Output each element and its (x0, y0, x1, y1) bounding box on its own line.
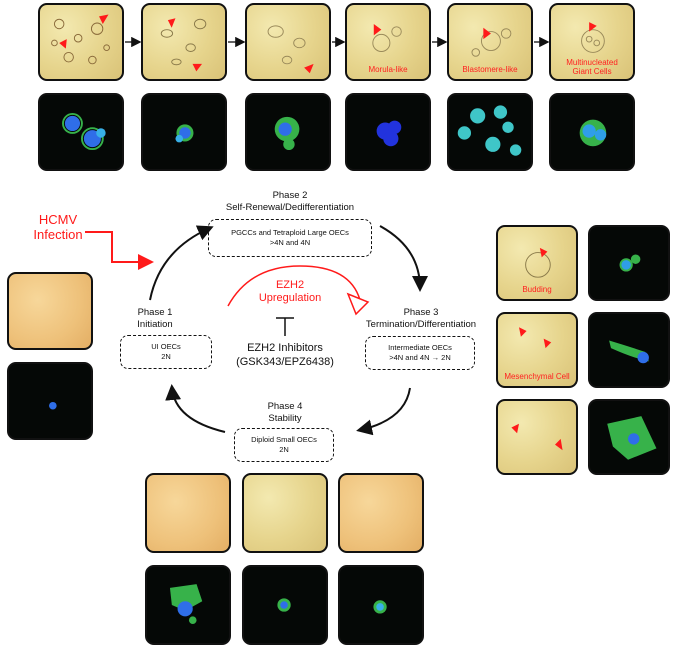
phase4-name: Stability (268, 413, 302, 424)
bottom-brightfield-tile-2 (242, 473, 328, 553)
left-fluorescence-tile (7, 362, 93, 440)
phase1-title: Phase 1 Initiation (120, 307, 190, 331)
left-brightfield-tile (7, 272, 93, 350)
arrow-phase4-to-phase1 (165, 384, 226, 433)
brightfield-tile-6: Multinucleated Giant Cells (549, 3, 635, 81)
phase2-name: Self-Renewal/Dedifferentiation (225, 202, 355, 213)
arrow-phase1-to-phase2 (149, 225, 214, 301)
multinucleated-giant-cells-label: Multinucleated Giant Cells (551, 58, 633, 76)
phase2-number: Phase 2 (272, 190, 308, 201)
inhibitors-line-1: EZH2 Inhibitors (247, 342, 323, 354)
morula-like-label: Morula-like (368, 65, 408, 74)
phase1-number: Phase 1 (137, 307, 173, 318)
bottom-brightfield-tile-1 (145, 473, 231, 553)
phase2-box: PGCCs and Tetraploid Large OECs >4N and … (208, 219, 372, 257)
arrow-phase3-to-phase4 (356, 387, 411, 436)
fluorescence-tile-3 (245, 93, 331, 171)
ezh2-line-2: Upregulation (258, 292, 322, 304)
brightfield-tile-3 (245, 3, 331, 81)
phase3-ploidy: >4N and 4N → 2N (389, 353, 451, 362)
phase4-cells: Diploid Small OECs (251, 435, 317, 444)
phase4-box: Diploid Small OECs 2N (234, 428, 334, 462)
bottom-fluorescence-tile-2 (242, 565, 328, 645)
bottom-brightfield-tile-3 (338, 473, 424, 553)
label-line-1: Multinucleated (566, 58, 618, 67)
phase3-name: Termination/Differentiation (365, 319, 477, 330)
phase3-cells: Intermediate OECs (388, 343, 452, 352)
right-brightfield-tile-2: Mesenchymal Cell (496, 312, 578, 388)
hcmv-arrow (85, 231, 154, 270)
phase4-ploidy: 2N (279, 445, 289, 454)
fluorescence-tile-5 (447, 93, 533, 171)
phase2-ploidy: >4N and 4N (269, 238, 311, 247)
phase1-ploidy: 2N (161, 352, 171, 361)
label-line-2: Giant Cells (572, 67, 612, 76)
arrow-phase2-to-phase3 (379, 225, 428, 292)
phase1-box: UI OECs 2N (120, 335, 212, 369)
brightfield-tile-5: Blastomere-like (447, 3, 533, 81)
inhibitors-line-2: (GSK343/EPZ6438) (236, 356, 334, 368)
phase3-number: Phase 3 (403, 307, 439, 318)
bottom-fluorescence-tile-1 (145, 565, 231, 645)
hcmv-line-1: HCMV (38, 212, 78, 227)
blastomere-like-label: Blastomere-like (462, 65, 518, 74)
right-brightfield-tile-3 (496, 399, 578, 475)
brightfield-tile-4: Morula-like (345, 3, 431, 81)
phase1-name: Initiation (137, 319, 173, 330)
mesenchymal-cell-label: Mesenchymal Cell (504, 372, 570, 381)
hcmv-infection-label: HCMV Infection (28, 212, 88, 242)
hcmv-line-2: Infection (33, 227, 83, 242)
ezh2-inhibitors-label: EZH2 Inhibitors (GSK343/EPZ6438) (225, 341, 345, 369)
phase2-cells: PGCCs and Tetraploid Large OECs (231, 228, 349, 237)
right-brightfield-tile-1: Budding (496, 225, 578, 301)
fluorescence-tile-4 (345, 93, 431, 171)
brightfield-tile-2 (141, 3, 227, 81)
brightfield-tile-1 (38, 3, 124, 81)
fluorescence-tile-6 (549, 93, 635, 171)
phase3-box: Intermediate OECs >4N and 4N → 2N (365, 336, 475, 370)
phase2-title: Phase 2 Self-Renewal/Dedifferentiation (200, 190, 380, 214)
right-fluorescence-tile-1 (588, 225, 670, 301)
right-fluorescence-tile-3 (588, 399, 670, 475)
bottom-fluorescence-tile-3 (338, 565, 424, 645)
fluorescence-tile-2 (141, 93, 227, 171)
phase1-cells: UI OECs (151, 342, 181, 351)
phase3-title: Phase 3 Termination/Differentiation (346, 307, 496, 331)
ezh2-line-1: EZH2 (275, 279, 305, 291)
budding-label: Budding (522, 285, 552, 294)
phase4-number: Phase 4 (267, 401, 303, 412)
ezh2-upregulation-label: EZH2 Upregulation (240, 279, 340, 305)
right-fluorescence-tile-2 (588, 312, 670, 388)
phase4-title: Phase 4 Stability (240, 401, 330, 425)
fluorescence-tile-1 (38, 93, 124, 171)
